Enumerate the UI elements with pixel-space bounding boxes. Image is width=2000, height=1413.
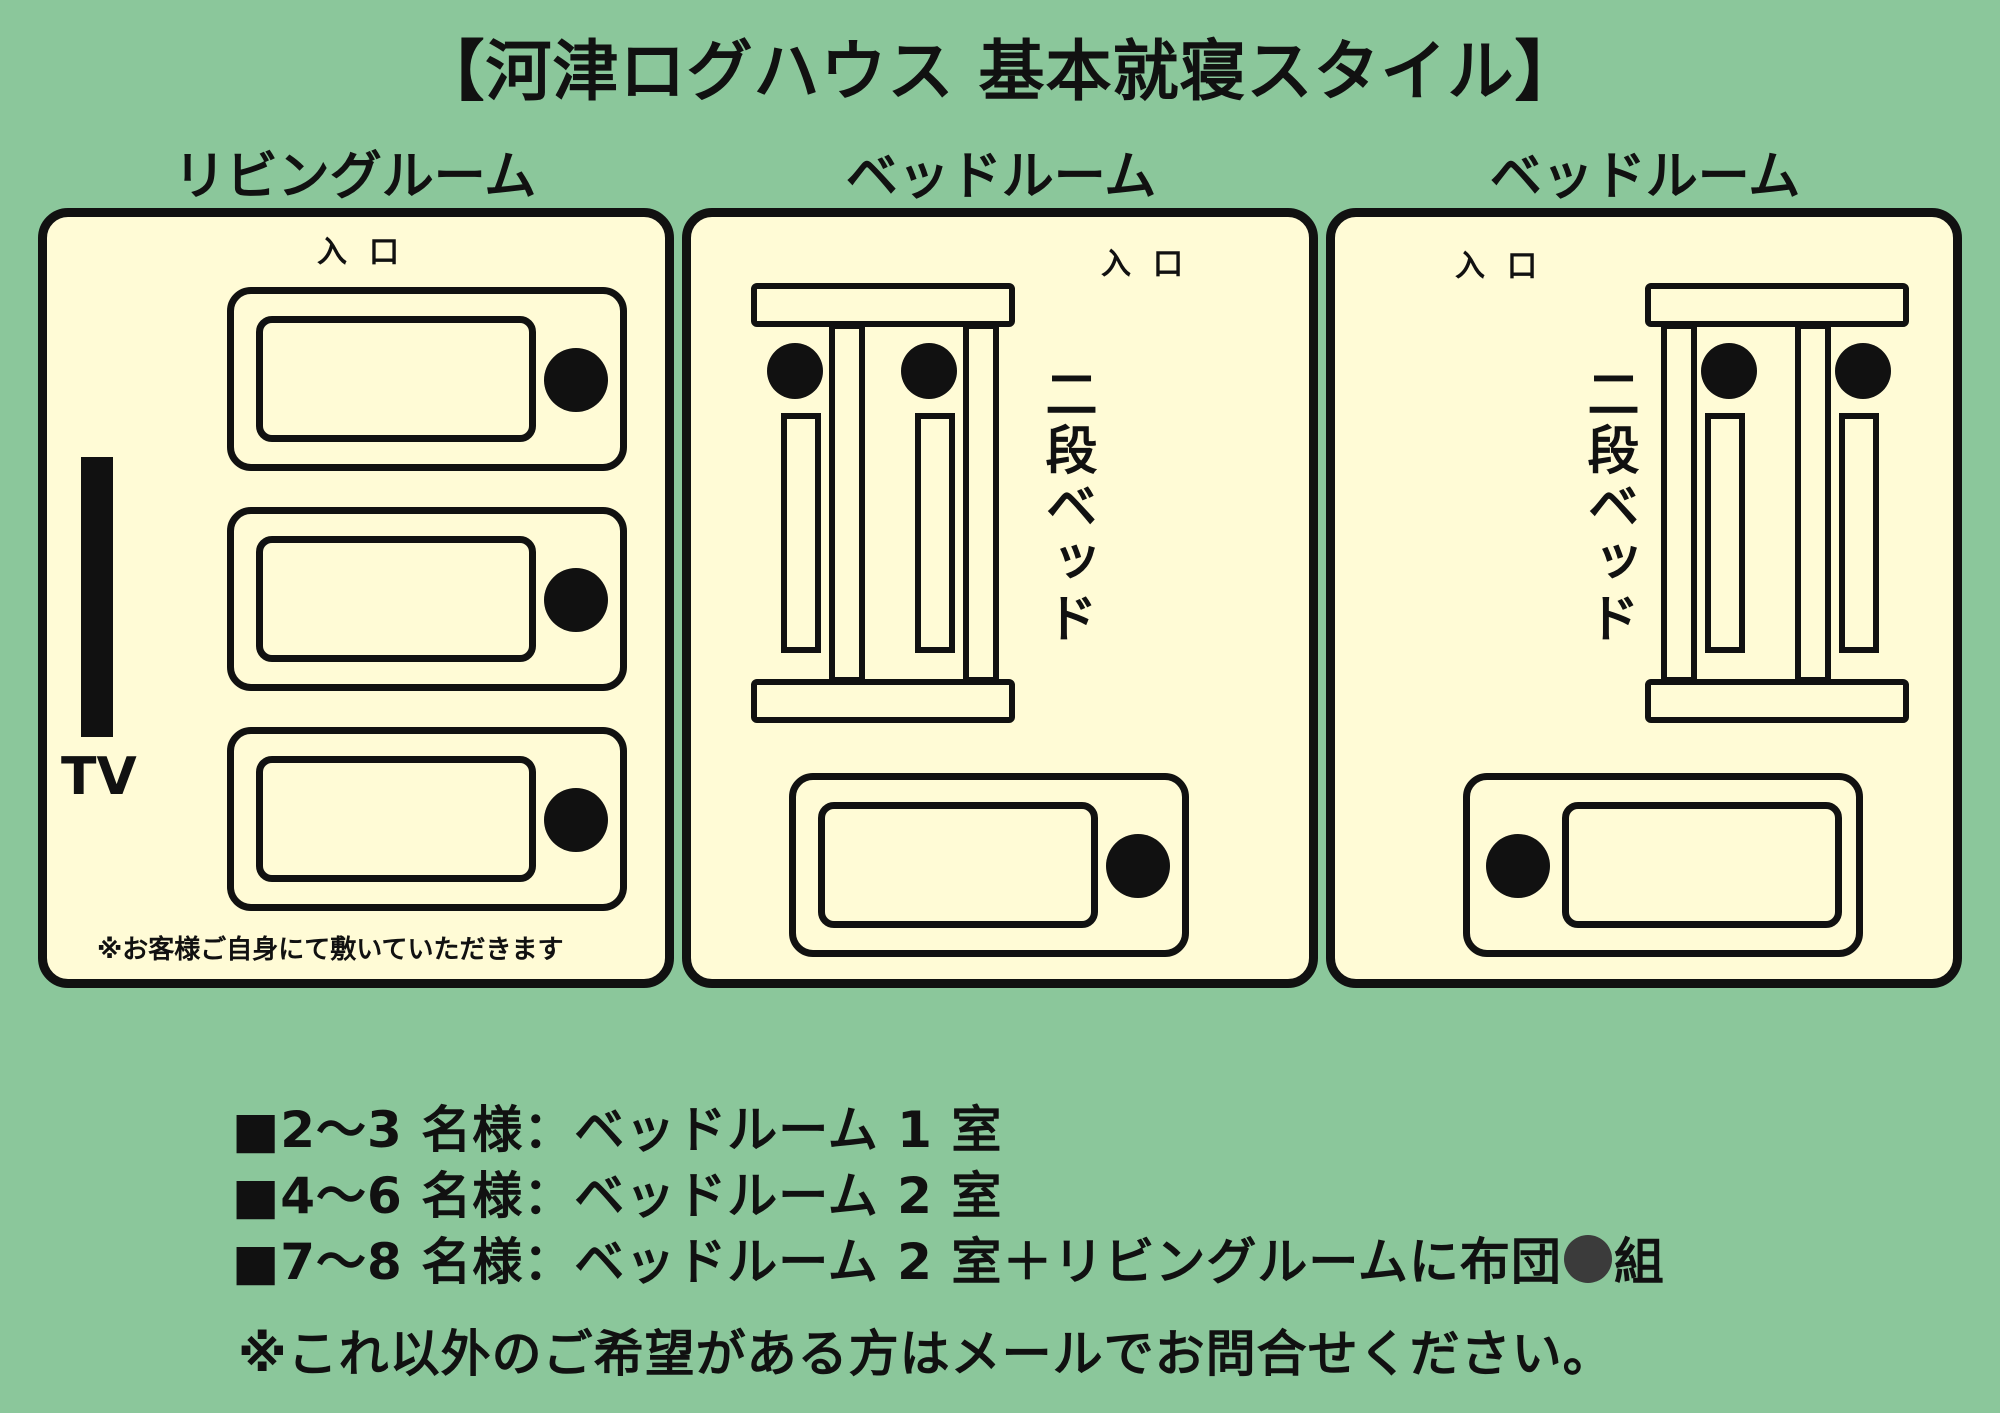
pillow-icon — [1486, 834, 1550, 898]
futon — [227, 507, 627, 691]
tv-icon — [81, 457, 113, 737]
living-note: ※お客様ご自身にて敷いていただきます — [97, 935, 564, 965]
bedroom-2-label: ベッドルーム — [1489, 147, 1801, 207]
bunk-bed-icon — [1645, 283, 1909, 723]
living-room-label: リビングルーム — [173, 147, 537, 207]
futon-mattress — [818, 802, 1098, 928]
futon-mattress — [1562, 802, 1842, 928]
info-line-1: ■2〜3 名様：ベッドルーム 1 室 — [232, 1101, 1003, 1159]
pillow-icon — [1106, 834, 1170, 898]
pillow-icon — [544, 568, 608, 632]
pillow-icon — [901, 343, 957, 399]
bunk-frame — [1795, 323, 1831, 683]
bunk-headboard — [751, 283, 1015, 327]
futon-mattress — [256, 316, 536, 442]
pillow-icon — [544, 788, 608, 852]
bunk-frame — [963, 323, 999, 683]
bunk-footboard — [751, 679, 1015, 723]
contact-note: ※これ以外のご希望がある方はメールでお問合せください。 — [238, 1325, 1614, 1383]
bunk-frame — [1661, 323, 1697, 683]
bedroom-1-entrance-label: 入口 — [1101, 247, 1205, 282]
bunk-bed-label: 二段ベッド — [1036, 367, 1096, 647]
futon — [1463, 773, 1863, 957]
bedroom-2-entrance-label: 入口 — [1455, 249, 1559, 284]
bedroom-1: 入口 二段ベッド — [682, 208, 1318, 988]
bedroom-2: 入口 二段ベッド — [1326, 208, 1962, 988]
bunk-headboard — [1645, 283, 1909, 327]
info-line-3-text: ■7〜8 名様：ベッドルーム 2 室＋リビングルームに布団 — [232, 1233, 1562, 1291]
pillow-icon — [767, 343, 823, 399]
bunk-mattress — [781, 413, 821, 653]
info-line-3-suffix: 組 — [1613, 1233, 1665, 1291]
bunk-frame — [829, 323, 865, 683]
futon — [227, 727, 627, 911]
living-entrance-label: 入口 — [317, 235, 421, 270]
bunk-mattress — [1839, 413, 1879, 653]
futon-count-dot-icon — [1563, 1235, 1612, 1283]
pillow-icon — [1835, 343, 1891, 399]
pillow-icon — [544, 348, 608, 412]
bunk-bed-icon — [751, 283, 1015, 723]
futon-mattress — [256, 756, 536, 882]
bunk-mattress — [915, 413, 955, 653]
pillow-icon — [1701, 343, 1757, 399]
futon-mattress — [256, 536, 536, 662]
futon — [789, 773, 1189, 957]
page-title: 【河津ログハウス 基本就寝スタイル】 — [418, 33, 1582, 110]
bunk-bed-label: 二段ベッド — [1578, 367, 1638, 647]
futon — [227, 287, 627, 471]
bunk-footboard — [1645, 679, 1909, 723]
living-room: 入口 TV ※お客様ご自身にて敷いていただきます — [38, 208, 674, 988]
info-line-2: ■4〜6 名様：ベッドルーム 2 室 — [232, 1167, 1003, 1225]
bunk-mattress — [1705, 413, 1745, 653]
tv-label: TV — [61, 747, 137, 807]
bedroom-1-label: ベッドルーム — [845, 147, 1157, 207]
info-line-3: ■7〜8 名様：ベッドルーム 2 室＋リビングルームに布団組 — [232, 1222, 1665, 1294]
